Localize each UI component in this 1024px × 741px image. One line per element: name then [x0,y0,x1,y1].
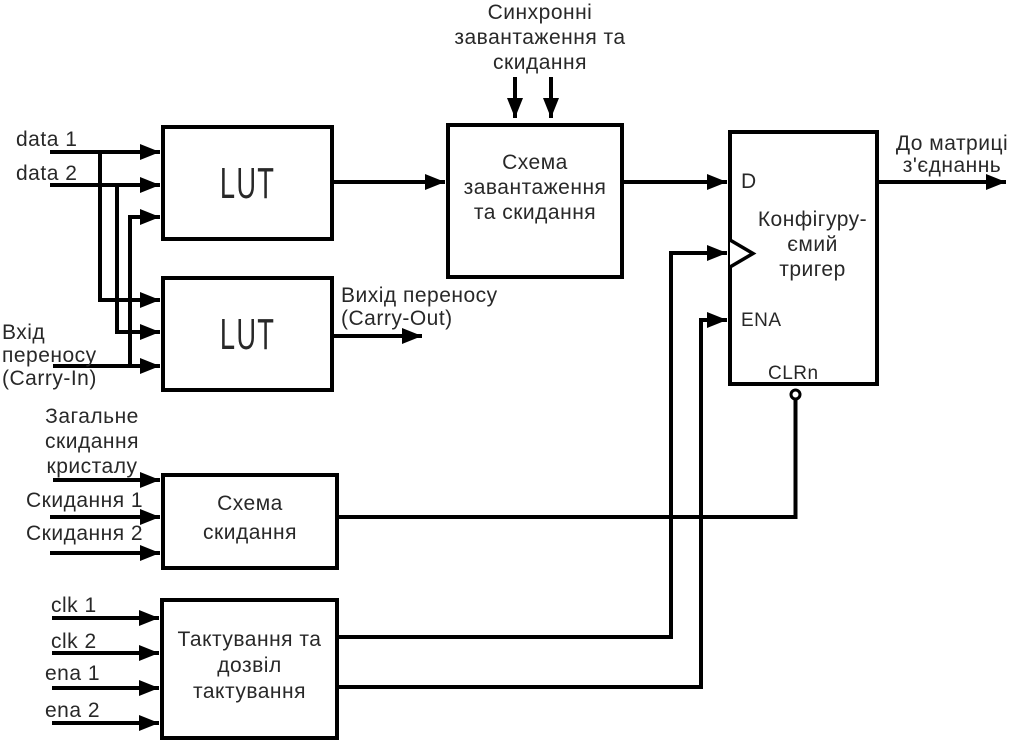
data2-label: data 2 [16,162,78,185]
lut2-box [161,276,334,392]
carry-out-label: Вихід переносу (Carry-Out) [341,284,498,330]
wire-data2-lut2 [115,185,160,340]
lut1-box [161,125,334,241]
flipflop-box [728,130,879,386]
clocking-box [160,598,339,740]
resetlogic-box [161,473,339,570]
loadclear-box [446,123,624,279]
carry-in-label: Вхід переносу (Carry-In) [2,321,97,390]
clk2-label: clk 2 [51,630,97,653]
lut2-label: LUT [219,309,276,359]
ena1-label: ena 1 [45,662,101,685]
sync-load-clear-label: Синхронні завантаження та скидання [454,1,626,74]
ff-pin-clrn-label: CLRn [768,363,819,384]
ena2-label: ena 2 [45,699,101,722]
ff-pin-ena-label: ENA [741,310,782,331]
lut1-label: LUT [219,158,276,208]
wire-ena-to-ff [337,312,727,689]
clrn-bubble [789,388,802,401]
to-matrix-label: До матриці з'єднаннь [895,132,1009,177]
wire-clock-to-ff [337,245,727,639]
data1-label: data 1 [16,128,78,151]
clock-edge-triangle [729,238,757,269]
flipflop-label: Конфігуру- ємий тригер [757,208,868,281]
loadclear-label: Схема завантаження та скидання [463,151,607,224]
resetlogic-label: Схема скидання [203,492,297,544]
wire-data1-lut2 [98,152,160,308]
ff-pin-d-label: D [741,170,757,193]
wire-reset-to-clrn [337,399,798,519]
wire-carry-branch-lut1 [128,209,160,366]
global-reset-label: Загальне скидання кристалу [45,405,139,478]
clk1-label: clk 1 [51,594,97,617]
reset2-label: Скидання 2 [26,522,144,545]
clocking-label: Тактування та дозвіл тактування [177,628,322,703]
reset1-label: Скидання 1 [26,489,144,512]
